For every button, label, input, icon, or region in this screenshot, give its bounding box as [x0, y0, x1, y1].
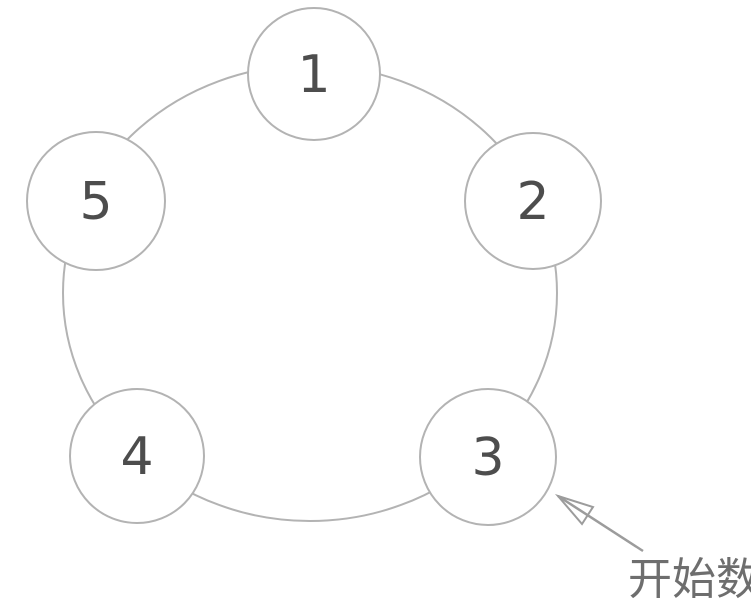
node-circle [464, 132, 602, 270]
arrow-shaft [557, 494, 644, 553]
node-circle [26, 131, 166, 271]
node-number: 5 [79, 172, 112, 232]
node-number: 2 [516, 172, 549, 232]
node-circle [419, 388, 557, 526]
node-circle [69, 388, 205, 524]
node-2: 2 [464, 132, 602, 270]
node-number: 1 [297, 45, 330, 105]
node-number: 3 [471, 428, 504, 488]
start-arrow [554, 493, 644, 553]
node-5: 5 [26, 131, 166, 271]
start-count-label: 开始数 [628, 554, 751, 603]
node-number: 4 [120, 427, 153, 487]
node-1: 1 [247, 7, 381, 141]
node-group: 1 2 3 4 5 [26, 7, 602, 526]
node-3: 3 [419, 388, 557, 526]
node-circle [247, 7, 381, 141]
node-4: 4 [69, 388, 205, 524]
